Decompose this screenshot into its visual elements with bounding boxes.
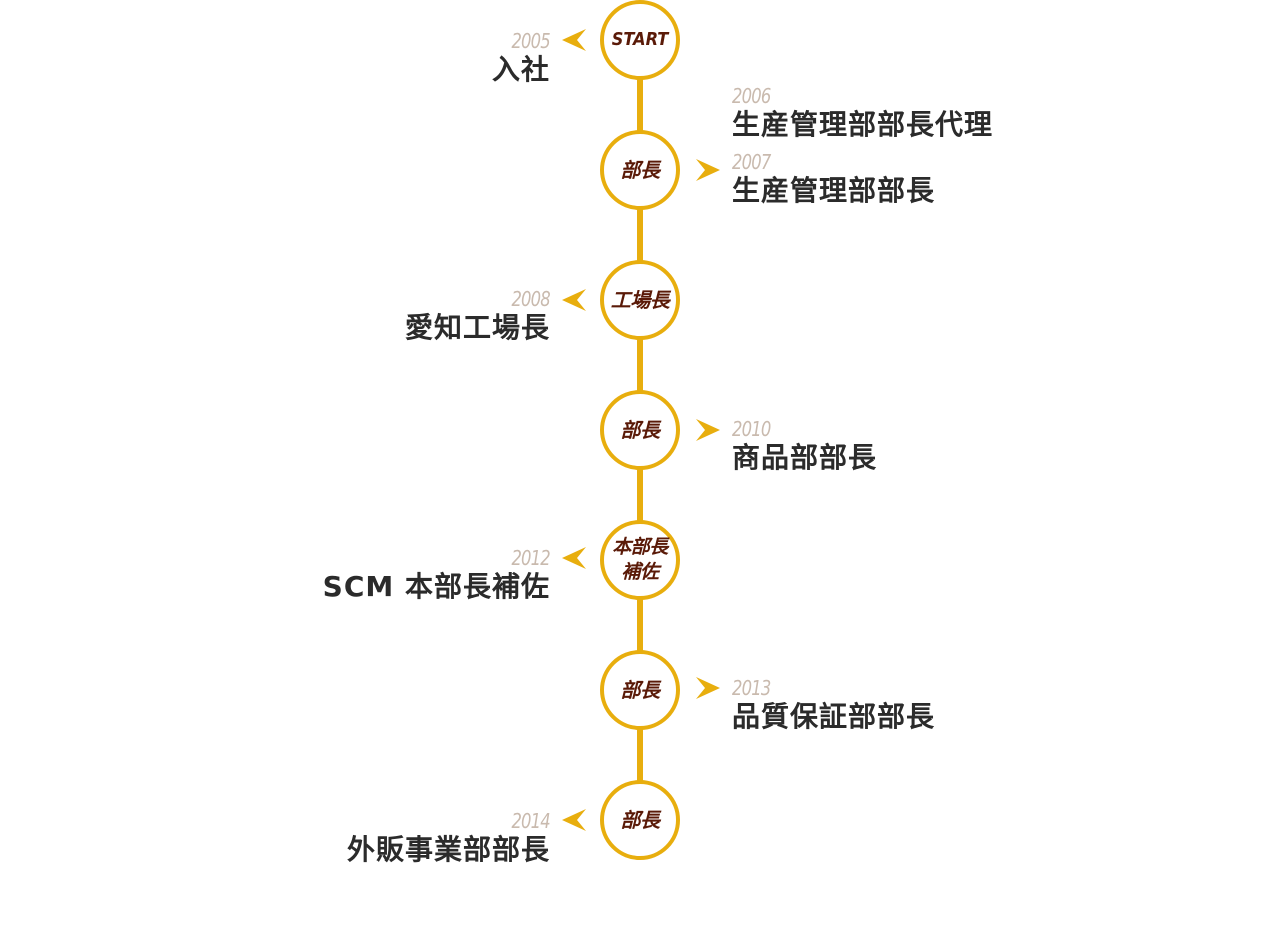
- timeline-node-bucho: 部長: [600, 650, 680, 730]
- arrow-left-icon: [562, 289, 586, 311]
- entry-year: 2008: [511, 287, 551, 311]
- entry-pair: 2006 生産管理部部長代理: [732, 84, 993, 142]
- entry-year: 2014: [511, 809, 551, 833]
- arrow-right-icon: [696, 159, 720, 181]
- entry-title: 生産管理部部長代理: [732, 108, 994, 141]
- entry-pair: 2013 品質保証部部長: [732, 676, 935, 734]
- node-label: 部長: [620, 678, 661, 702]
- entry-title: 品質保証部部長: [732, 700, 936, 733]
- arrow-left-icon: [562, 809, 586, 831]
- entry-pair: 2007 生産管理部部長: [732, 150, 993, 208]
- node-label: 部長: [620, 808, 661, 832]
- entry-year: 2005: [511, 29, 551, 53]
- entry-pair: 2014 外販事業部部長: [346, 809, 551, 867]
- entry-pair: 2005 入社: [491, 29, 551, 87]
- arrow-left-icon: [562, 29, 586, 51]
- timeline-entry-2005: 2005 入社: [491, 29, 551, 87]
- timeline-entry-2012: 2012 SCM 本部長補佐: [322, 546, 551, 604]
- arrow-left-icon: [562, 547, 586, 569]
- timeline-node-factory-manager: 工場長: [600, 260, 680, 340]
- entry-pair: 2010 商品部部長: [732, 417, 877, 475]
- arrow-right-icon: [696, 419, 720, 441]
- entry-year: 2007: [732, 150, 771, 174]
- node-label: 部長: [620, 158, 661, 182]
- entry-title: 外販事業部部長: [346, 833, 550, 866]
- entry-title: 生産管理部部長: [732, 174, 936, 207]
- entry-year: 2010: [732, 417, 771, 441]
- timeline-node-start: START: [600, 0, 680, 80]
- node-label: START: [611, 29, 669, 50]
- timeline-node-assistant-director: 本部長 補佐: [600, 520, 680, 600]
- entry-title: 商品部部長: [732, 441, 878, 474]
- timeline-entry-2006-2007: 2006 生産管理部部長代理 2007 生産管理部部長: [732, 84, 993, 208]
- entry-year: 2013: [732, 676, 771, 700]
- arrow-right-icon: [696, 677, 720, 699]
- timeline-node-bucho: 部長: [600, 390, 680, 470]
- timeline-entry-2010: 2010 商品部部長: [732, 417, 877, 475]
- timeline-entry-2008: 2008 愛知工場長: [404, 287, 551, 345]
- node-label: 部長: [620, 418, 661, 442]
- entry-pair: 2012 SCM 本部長補佐: [322, 546, 551, 604]
- timeline-entry-2014: 2014 外販事業部部長: [346, 809, 551, 867]
- entry-title: 入社: [491, 53, 550, 86]
- timeline-node-bucho: 部長: [600, 780, 680, 860]
- entry-pair: 2008 愛知工場長: [404, 287, 551, 345]
- timeline-node-bucho: 部長: [600, 130, 680, 210]
- entry-year: 2006: [732, 84, 771, 108]
- node-label: 本部長 補佐: [612, 536, 668, 583]
- node-label: 工場長: [610, 288, 670, 312]
- entry-title: 愛知工場長: [404, 311, 550, 344]
- entry-year: 2012: [511, 546, 551, 570]
- timeline-entry-2013: 2013 品質保証部部長: [732, 676, 935, 734]
- entry-title: SCM 本部長補佐: [322, 570, 550, 603]
